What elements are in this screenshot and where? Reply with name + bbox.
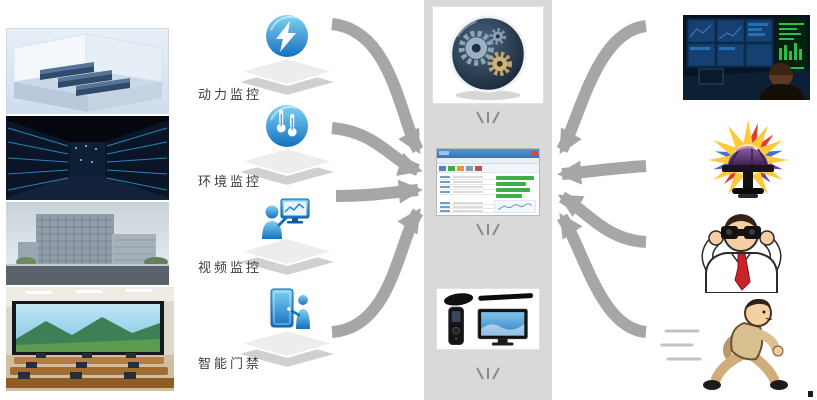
control-room-illustration — [6, 287, 174, 391]
arrow-environment-to-platform — [331, 122, 423, 176]
flow-connector-bottom — [476, 367, 500, 380]
operator-illustration — [683, 15, 810, 100]
label-environment-monitoring: 环境监控 — [198, 175, 263, 190]
datacenter-3d-illustration — [6, 28, 169, 114]
gears-illustration — [449, 15, 527, 101]
server-aisle-illustration — [6, 116, 169, 200]
flow-connector-top — [476, 111, 500, 124]
ui-device-table — [439, 175, 495, 195]
running-man-illustration — [658, 293, 804, 395]
label-video-monitoring: 视频监控 — [198, 261, 263, 276]
ui-titlebar — [437, 149, 539, 158]
devices-illustration — [443, 293, 534, 346]
temperature-icon — [266, 105, 308, 147]
source-access-control — [232, 284, 342, 380]
layer-platform — [232, 56, 342, 98]
ui-body — [437, 173, 539, 215]
toolbar-chip — [439, 166, 446, 171]
alarm-illustration — [692, 118, 802, 206]
arrow-observer-to-platform — [557, 191, 647, 248]
layer-platform — [232, 236, 342, 278]
ui-event-table — [439, 201, 495, 213]
arrow-responder-to-platform — [556, 213, 648, 338]
photo-monitoring-center-building — [6, 202, 169, 285]
client-devices-photo — [436, 288, 540, 350]
central-platform-column — [424, 0, 552, 400]
photo-datacenter-3d-model — [6, 28, 169, 114]
observer-illustration — [688, 208, 795, 293]
power-lightning-icon — [266, 15, 308, 57]
ui-status-bars — [496, 176, 536, 200]
arrow-video-to-platform — [335, 179, 423, 204]
arrow-access-to-platform — [331, 208, 424, 338]
source-environment-monitoring — [232, 102, 342, 198]
arrow-operator-to-platform — [556, 20, 648, 155]
arrow-alarm-to-platform — [557, 160, 647, 185]
photo-server-room-aisle — [6, 116, 169, 200]
label-access-control: 智能门禁 — [198, 357, 263, 372]
image-observer-binoculars — [688, 208, 795, 293]
layer-platform — [232, 328, 342, 370]
photo-operator-at-screens — [683, 15, 810, 100]
ui-logo — [439, 151, 449, 155]
source-video-monitoring — [232, 192, 342, 288]
layer-platform — [232, 146, 342, 188]
door-access-icon — [270, 288, 310, 329]
monitoring-software-screenshot — [436, 148, 540, 216]
arrow-power-to-platform — [330, 18, 424, 155]
ui-toolbar — [437, 164, 539, 173]
toolbar-chip — [448, 166, 455, 171]
ui-trend-chart — [494, 200, 536, 213]
ui-menubar — [437, 158, 539, 164]
close-icon — [532, 151, 537, 156]
video-monitor-icon — [262, 198, 310, 239]
source-power-monitoring — [232, 12, 342, 108]
machinery-gears-photo — [432, 6, 544, 104]
toolbar-chip — [466, 166, 473, 171]
corner-mark — [808, 391, 813, 397]
flow-connector-middle — [476, 223, 500, 236]
building-illustration — [6, 202, 169, 285]
label-power-monitoring: 动力监控 — [198, 88, 263, 103]
image-alarm-siren — [692, 118, 802, 206]
toolbar-chip — [475, 166, 482, 171]
photo-video-wall-control-room — [6, 287, 174, 391]
image-responder-running — [658, 293, 804, 395]
toolbar-chip — [457, 166, 464, 171]
